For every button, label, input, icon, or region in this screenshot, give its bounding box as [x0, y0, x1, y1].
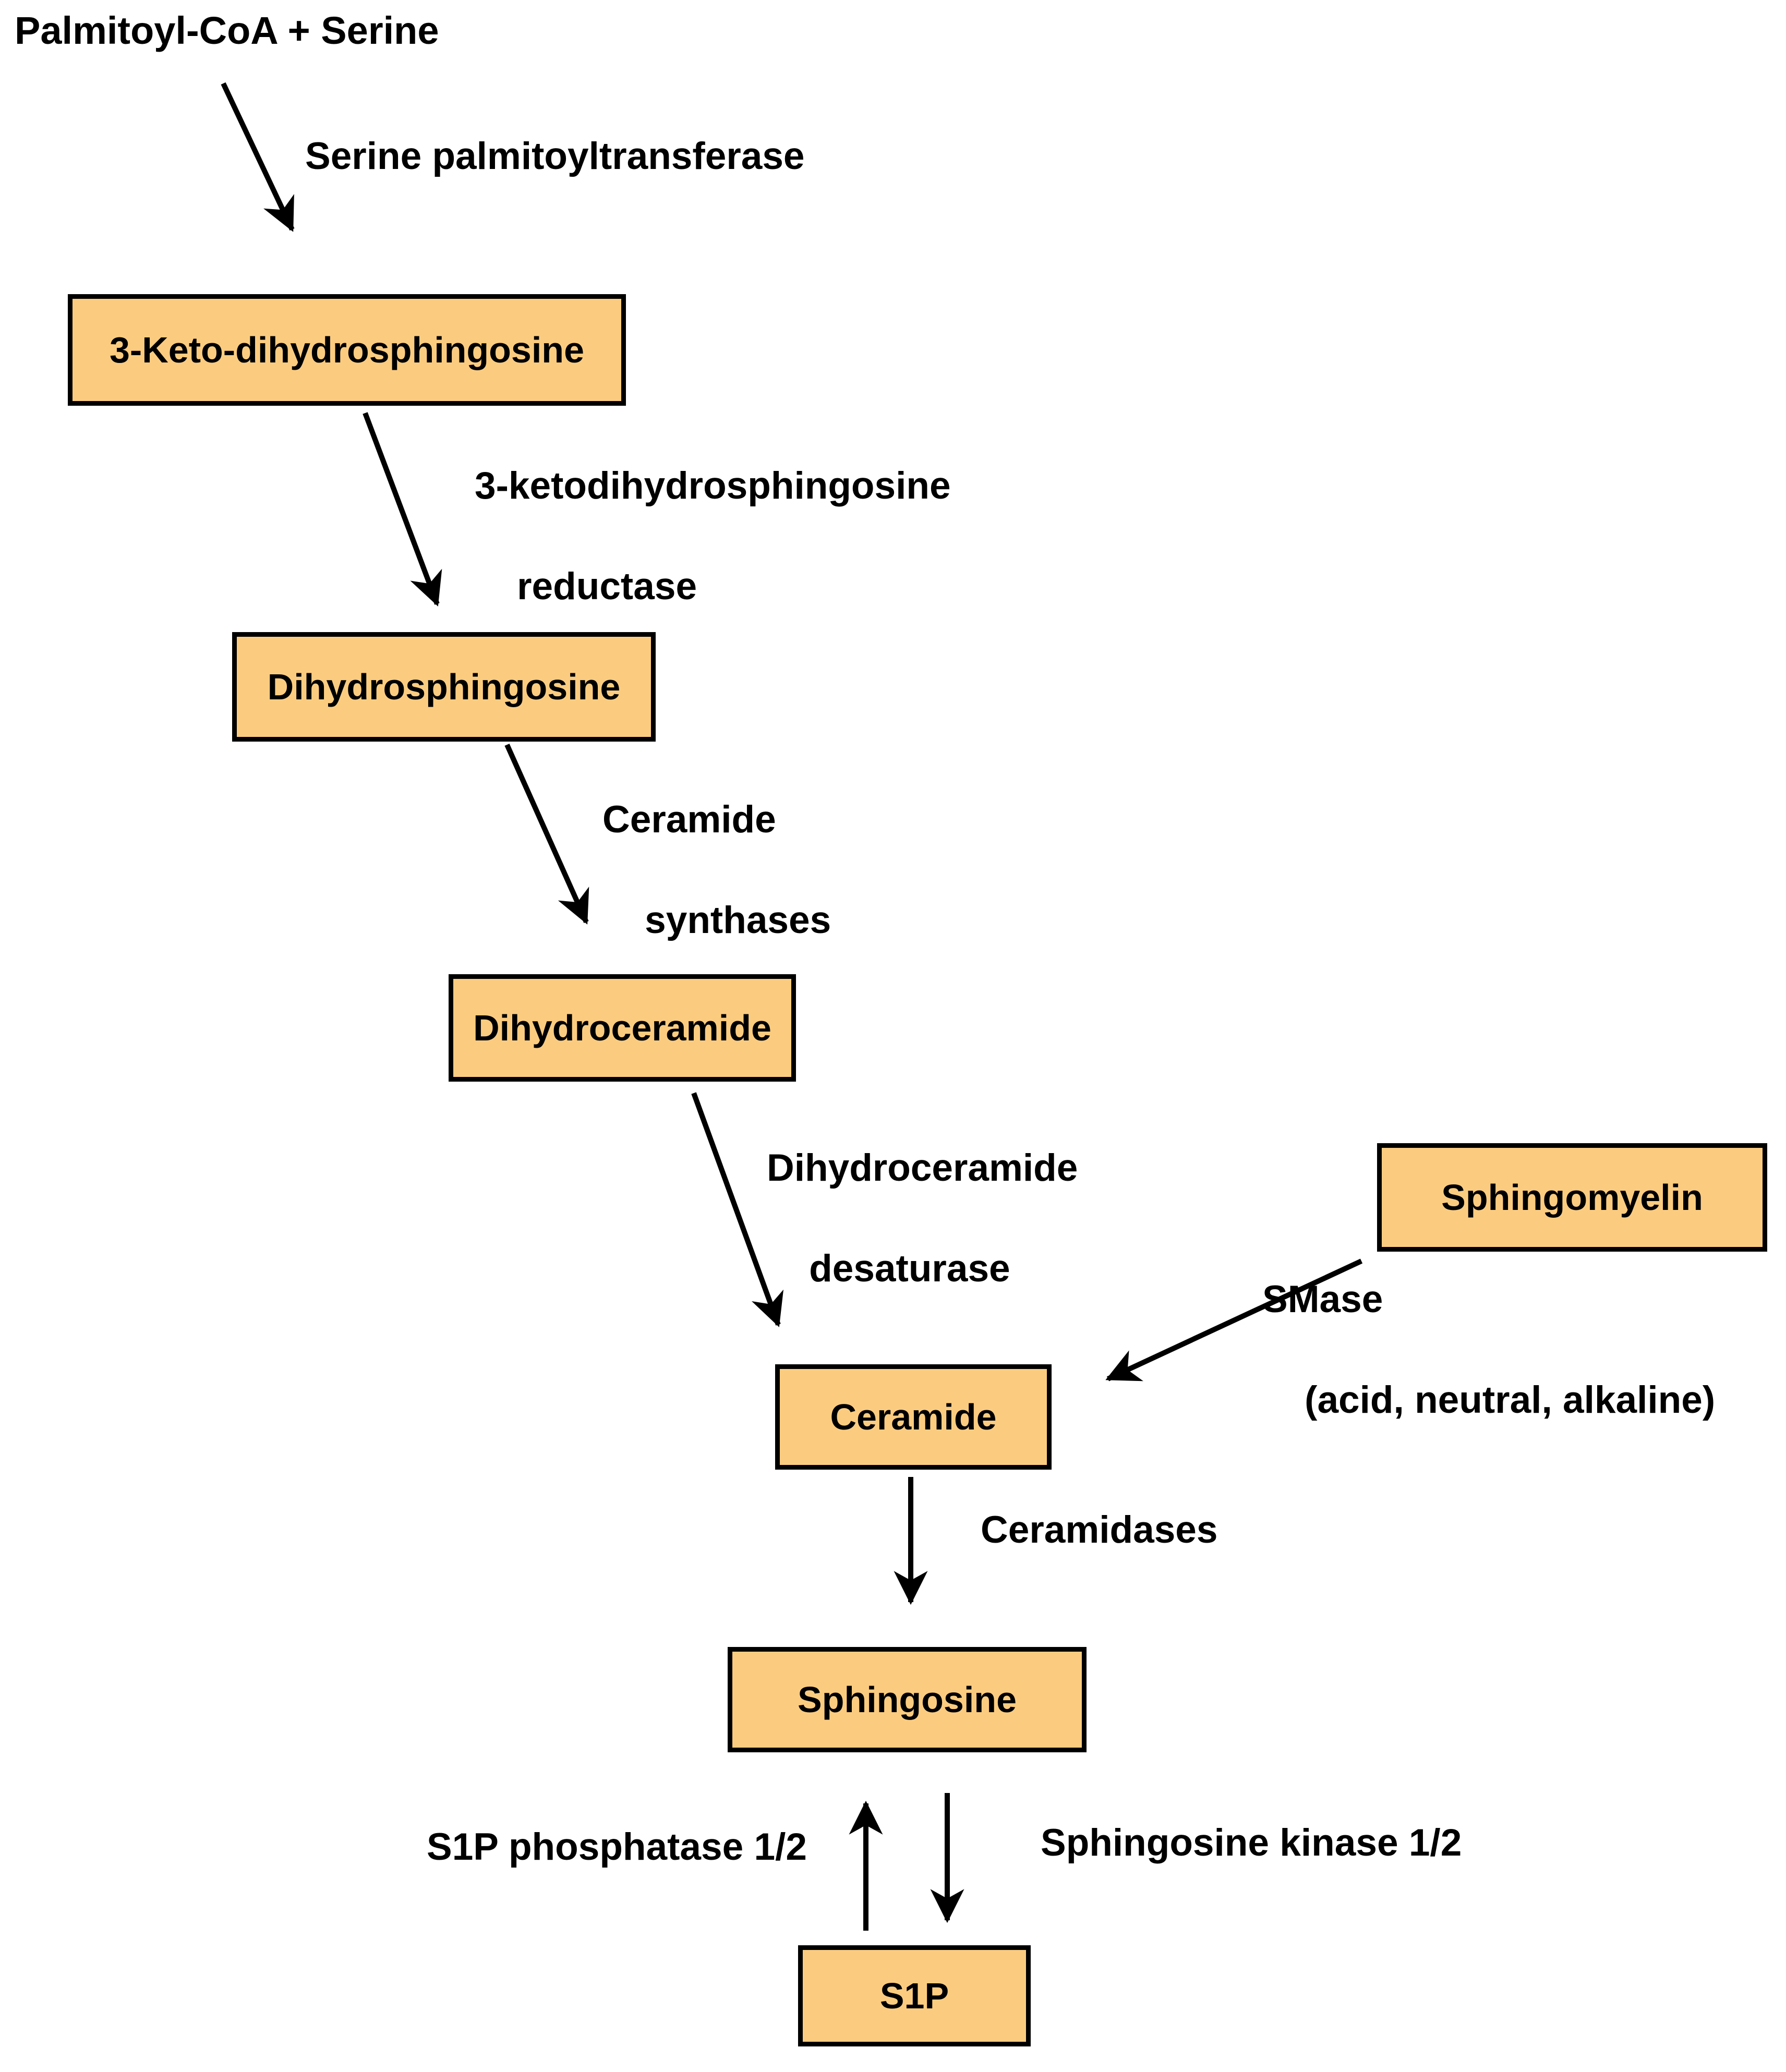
- label-sphingosine-kinase: Sphingosine kinase 1/2: [1041, 1822, 1462, 1864]
- label-ceramide-synthases: Ceramide synthases: [602, 795, 831, 996]
- substrate-palmitoyl-coa-serine: Palmitoyl-CoA + Serine: [15, 9, 439, 52]
- node-sphingosine: Sphingosine: [728, 1647, 1087, 1752]
- node-s1p: S1P: [798, 1945, 1031, 2046]
- arrow-ceramide-synthases: [504, 743, 589, 925]
- node-dihydrosphingosine: Dihydrosphingosine: [232, 632, 656, 742]
- label-s1p-phosphatase: S1P phosphatase 1/2: [427, 1826, 807, 1868]
- label-smase-line1: SMase: [1262, 1278, 1383, 1320]
- label-dihydroceramide-desaturase: Dihydroceramide desaturase: [767, 1143, 1078, 1344]
- node-ceramide: Ceramide: [775, 1364, 1052, 1470]
- label-kdsr-line1: 3-ketodihydrosphingosine: [475, 465, 951, 507]
- node-sphingomyelin: Sphingomyelin: [1377, 1143, 1767, 1252]
- label-cers-line2: synthases: [645, 899, 831, 941]
- arrow-dihydroceramide-desaturase: [691, 1092, 784, 1327]
- label-degs-line2: desaturase: [809, 1247, 1010, 1290]
- node-3-keto-dihydrosphingosine: 3-Keto-dihydrosphingosine: [68, 294, 626, 406]
- arrow-serine-palmitoyltransferase: [221, 82, 295, 232]
- label-ceramidases: Ceramidases: [981, 1509, 1218, 1551]
- label-degs-line1: Dihydroceramide: [767, 1147, 1078, 1189]
- label-serine-palmitoyltransferase: Serine palmitoyltransferase: [305, 135, 805, 177]
- label-smase-line2: (acid, neutral, alkaline): [1305, 1378, 1716, 1421]
- node-dihydroceramide: Dihydroceramide: [449, 974, 796, 1082]
- arrow-ketodihydrosphingosine-reductase: [363, 412, 442, 607]
- label-cers-line1: Ceramide: [602, 798, 776, 841]
- label-smase: SMase (acid, neutral, alkaline): [1262, 1275, 1715, 1475]
- label-kdsr-line2: reductase: [517, 565, 697, 608]
- label-3-ketodihydrosphingosine-reductase: 3-ketodihydrosphingosine reductase: [475, 461, 951, 662]
